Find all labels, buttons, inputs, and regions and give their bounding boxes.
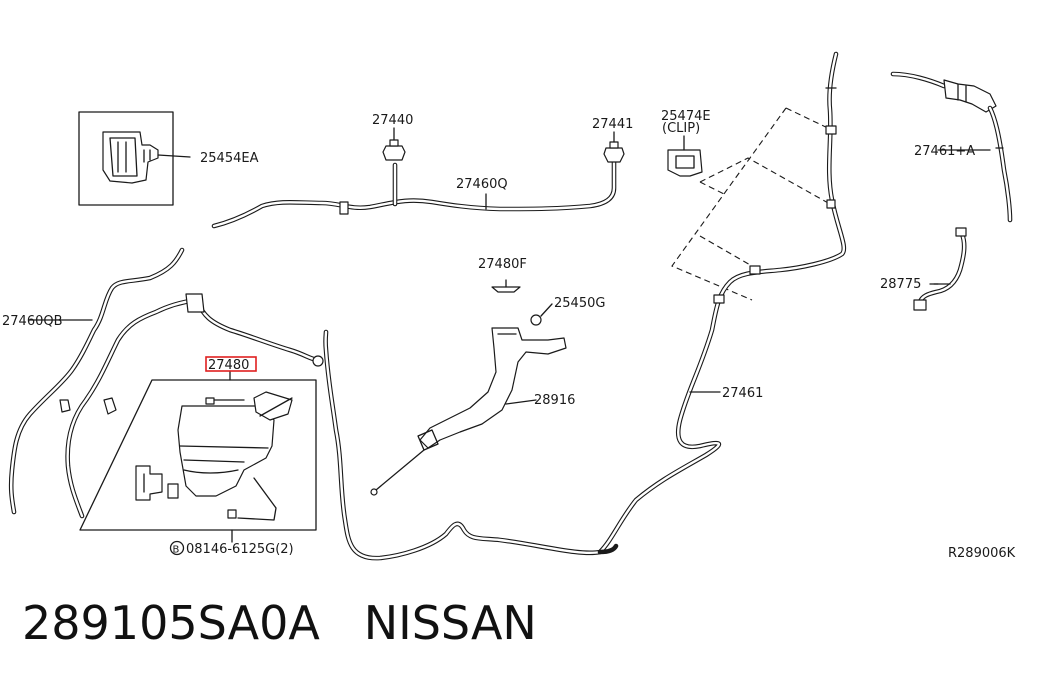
inset-box-25454EA	[78, 111, 191, 206]
label-27460Q: 27460Q	[456, 177, 508, 192]
hose-27461	[323, 51, 847, 561]
footer-caption: 289105SA0A NISSAN	[22, 596, 537, 650]
label-27461: 27461	[722, 386, 763, 401]
bolt-symbol-icon	[169, 540, 185, 556]
leader-lines	[29, 149, 991, 393]
hose-27461A	[890, 71, 1013, 223]
label-bolt-prefix: B	[173, 545, 180, 556]
label-25450G: 25450G	[554, 296, 605, 311]
label-28916: 28916	[534, 393, 575, 408]
label-25454EA: 25454EA	[200, 151, 259, 166]
part-number: 289105SA0A	[22, 596, 320, 650]
highlight-box-27480	[205, 356, 257, 372]
label-27461A: 27461+A	[914, 144, 975, 159]
label-28775: 28775	[880, 277, 921, 292]
hose-27460Q	[211, 159, 617, 229]
label-27441: 27441	[592, 117, 633, 132]
filler-neck-28916	[370, 279, 567, 496]
label-clip-note: (CLIP)	[662, 121, 700, 136]
nozzle-27441	[603, 131, 625, 163]
label-27460QB: 27460QB	[2, 314, 63, 329]
hose-27460QB	[8, 247, 324, 519]
brand-name: NISSAN	[363, 596, 537, 650]
label-27440: 27440	[372, 113, 413, 128]
diagram-ref-code: R289006K	[948, 546, 1016, 561]
label-08146: 08146-6125G(2)	[186, 542, 294, 557]
label-25474E: 25474E	[661, 109, 711, 124]
harness-28775	[913, 227, 967, 311]
label-27480F: 27480F	[478, 257, 527, 272]
clip-25474E	[667, 135, 703, 177]
nozzle-27440	[382, 127, 406, 161]
tank-inset-27480	[79, 370, 317, 543]
label-27480: 27480	[208, 358, 249, 373]
